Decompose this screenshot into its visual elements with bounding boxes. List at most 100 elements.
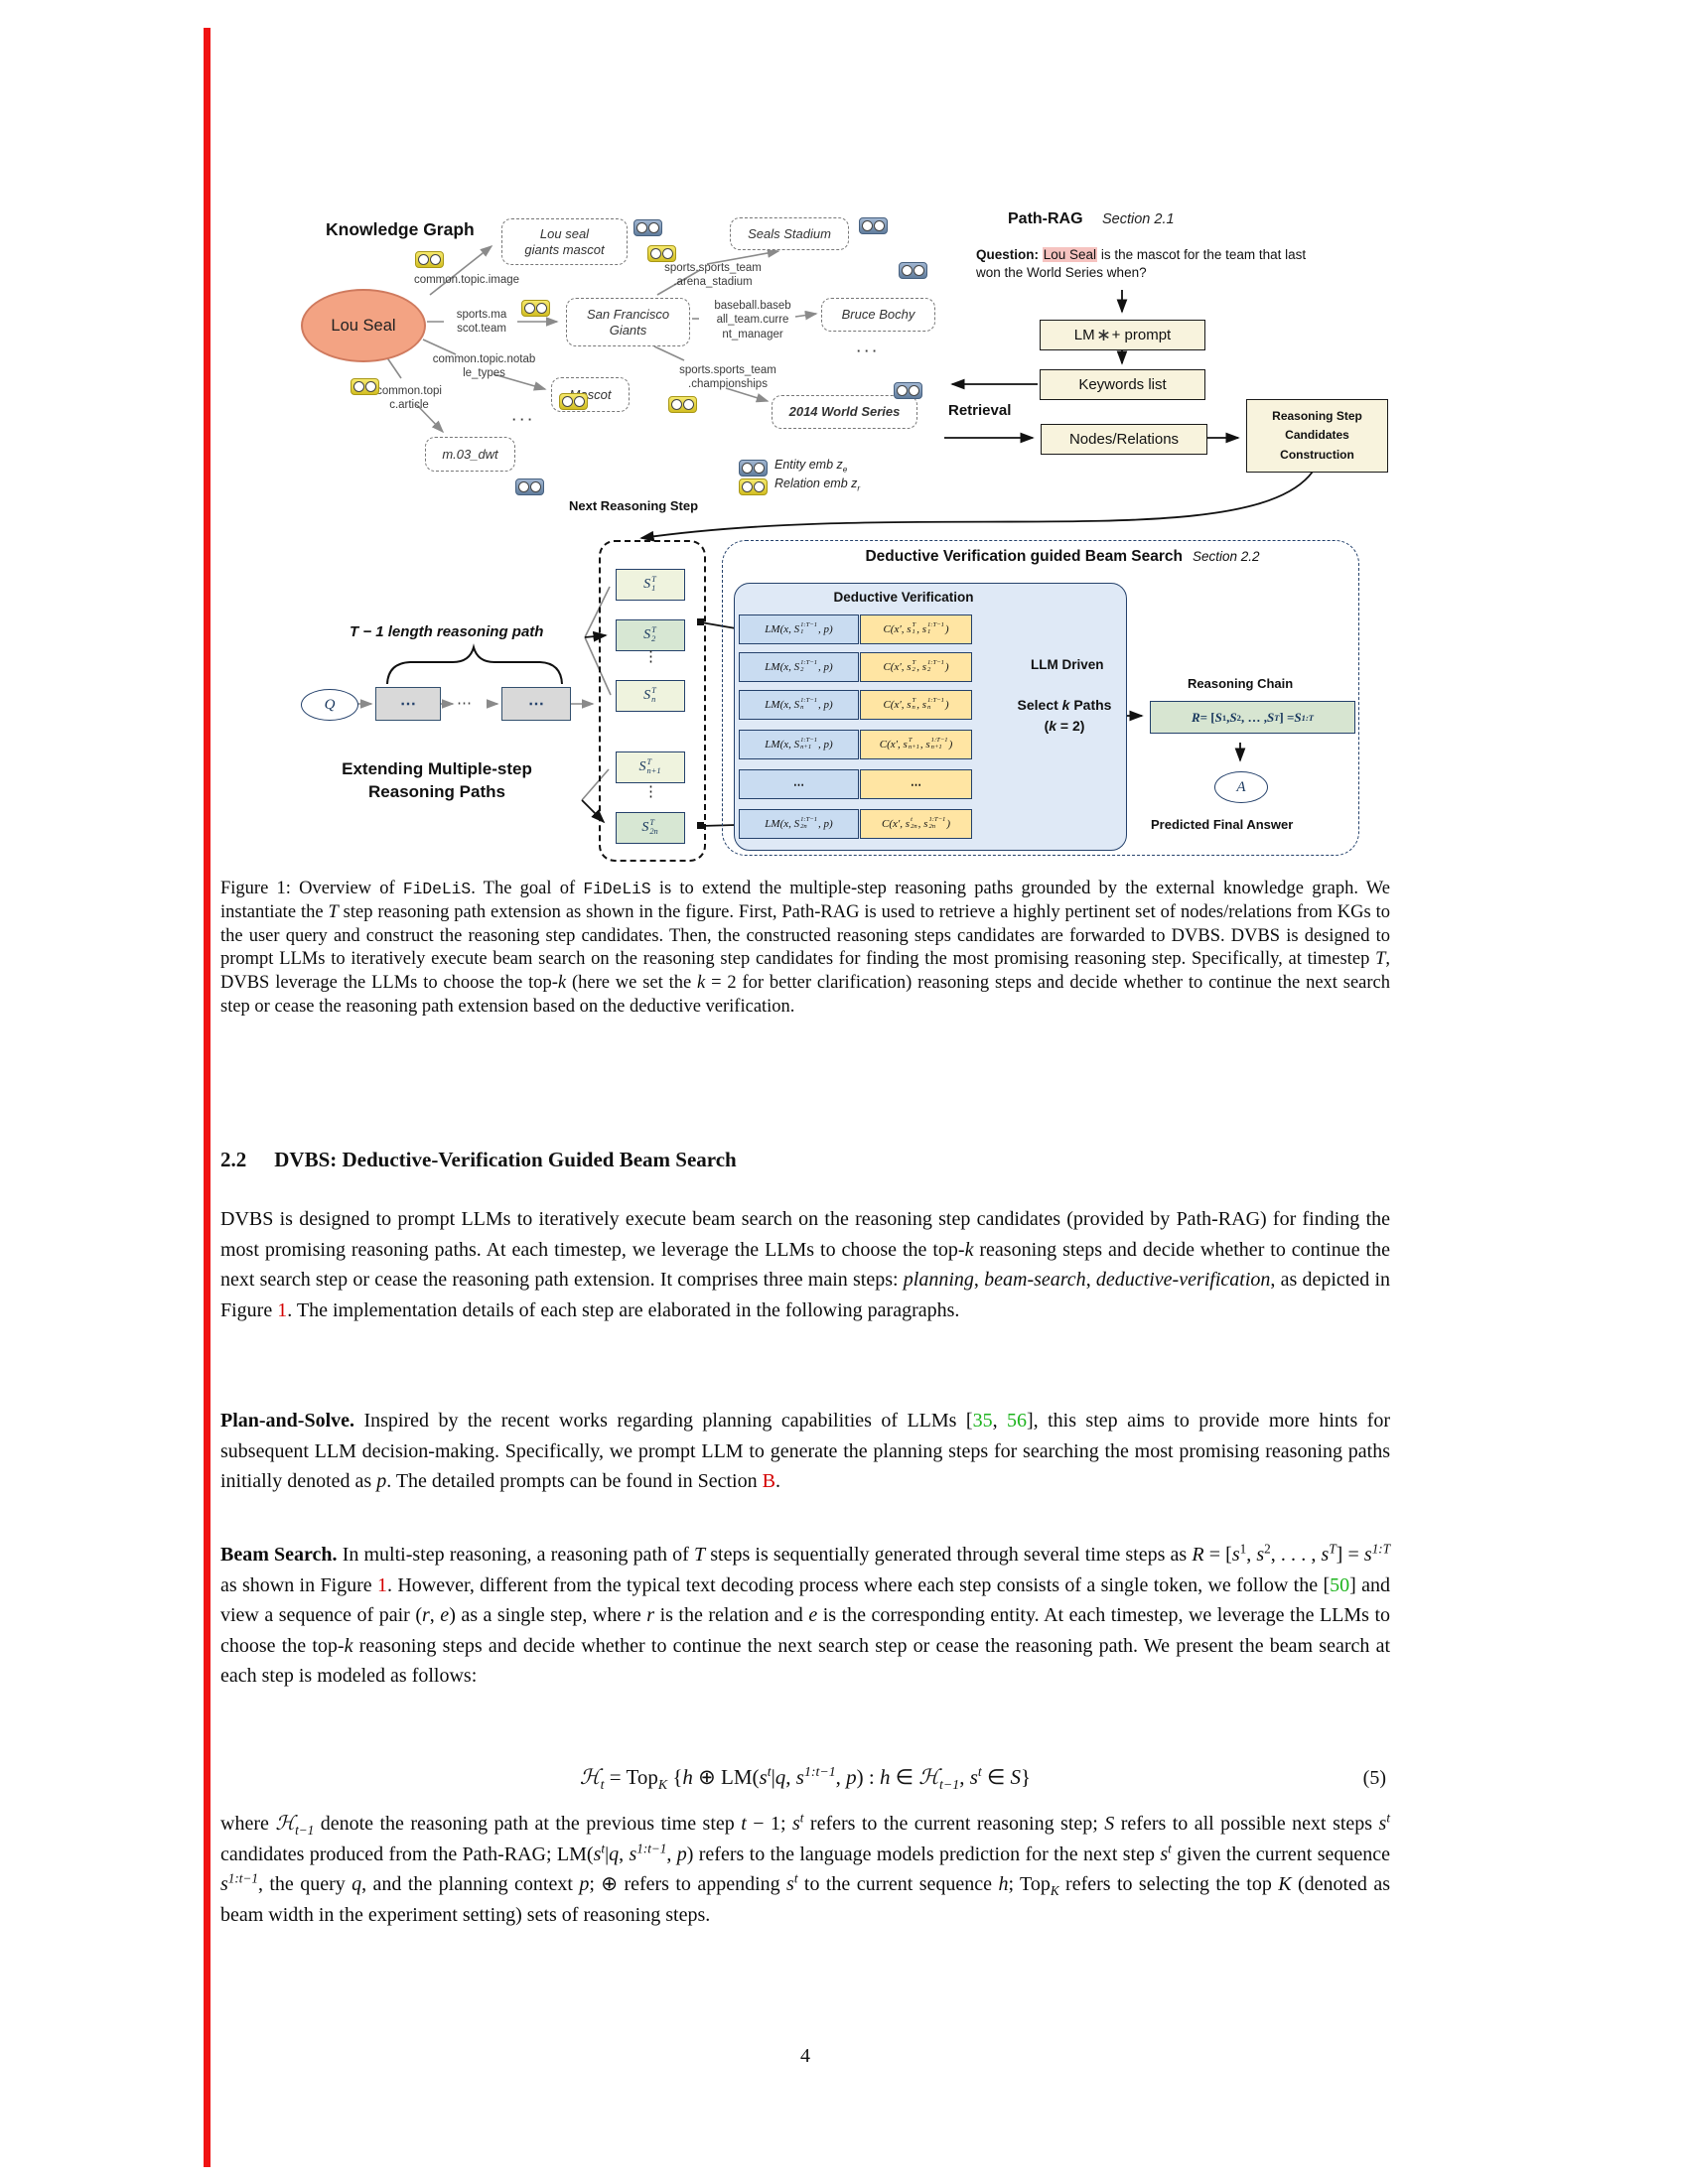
page-number: 4 (800, 2045, 810, 2067)
section-title: DVBS: Deductive-Verification Guided Beam… (274, 1148, 737, 1171)
equation-number: (5) (1362, 1767, 1386, 1789)
predicted-final-answer-label: Predicted Final Answer (1151, 817, 1294, 832)
kg-ellipsis: · · · (856, 343, 878, 358)
equation-body: ℋt = TopK {h ⊕ LM(st|q, s1:t−1, p) : h ∈… (579, 1764, 1032, 1793)
section-heading: 2.2 DVBS: Deductive-Verification Guided … (220, 1148, 737, 1172)
kg-node-lou-seal[interactable]: Lou Seal (301, 289, 426, 362)
kg-node-m03dwt[interactable]: m.03_dwt (425, 437, 515, 472)
entity-emb-icon (894, 382, 922, 399)
relation-emb-icon (647, 245, 676, 262)
nodes-relations-box[interactable]: Nodes/Relations (1041, 424, 1207, 455)
entity-emb-icon (859, 217, 888, 234)
relation-emb-icon (668, 396, 697, 413)
section-number: 2.2 (220, 1148, 247, 1171)
vdots: ⋮ (643, 649, 658, 665)
path-ellipsis: ⋯ (457, 696, 472, 712)
lm-prompt-box[interactable]: LM + prompt (1040, 320, 1205, 350)
kg-node-mascot-image[interactable]: Lou seal giants mascot (501, 218, 628, 265)
dvbs-container (722, 540, 1359, 856)
paragraph-where-definitions: where ℋt−1 denote the reasoning path at … (220, 1810, 1391, 1926)
kg-edge-championships: sports.sports_team .championships (679, 364, 776, 391)
brace (386, 643, 563, 685)
legend-entity-label: Entity emb ze (774, 458, 848, 475)
dvbs-section-ref[interactable]: Section 2.2 (1193, 549, 1260, 564)
kg-edge-arena-stadium: sports.sports_team .arena_stadium (664, 262, 762, 289)
candidates-container (599, 540, 706, 862)
relation-emb-icon (559, 393, 588, 410)
question-topic-entity: Lou Seal (1042, 247, 1098, 262)
query-node: Q (301, 689, 358, 721)
entity-emb-icon (899, 262, 927, 279)
retrieval-label: Retrieval (948, 402, 1012, 419)
kg-edge-article: common.topi c.article (376, 385, 442, 412)
dvbs-title: Deductive Verification guided Beam Searc… (784, 548, 1340, 566)
next-reasoning-step-label: Next Reasoning Step (569, 498, 699, 513)
dvbs-title-text: Deductive Verification guided Beam Searc… (865, 548, 1184, 565)
kg-edge-common-topic-image: common.topic.image (413, 274, 520, 286)
kg-ellipsis: · · · (511, 412, 533, 427)
question-text: Question: Lou Seal is the mascot for the… (976, 246, 1324, 282)
kg-node-bruce-bochy[interactable]: Bruce Bochy (821, 298, 935, 332)
paragraph-plan-and-solve: Plan-and-Solve. Inspired by the recent w… (220, 1410, 1390, 1492)
keywords-list-box[interactable]: Keywords list (1040, 369, 1205, 400)
kg-edge-mascot-team: sports.ma scot.team (456, 309, 507, 336)
deductive-verification-header: Deductive Verification (833, 590, 974, 605)
extending-paths-label: Extending Multiple-step Reasoning Paths (342, 759, 532, 801)
figure-1: Knowledge Graph Lou Seal Lou seal giants… (0, 0, 1688, 874)
entity-emb-icon (633, 219, 662, 236)
pathrag-title: Path-RAG (1008, 210, 1083, 227)
entity-emb-icon (515, 478, 544, 495)
relation-emb-icon (415, 251, 444, 268)
equation-5: ℋt = TopK {h ⊕ LM(st|q, s1:t−1, p) : h ∈… (220, 1764, 1390, 1793)
select-k-paths-label: Select k Paths (k = 2) (1005, 697, 1124, 734)
openai-asterisk-icon (1097, 330, 1109, 341)
legend-relation-icon (739, 478, 768, 495)
question-rest: is the mascot for the team that last won… (976, 247, 1307, 281)
reasoning-step-candidates-box[interactable]: Reasoning Step Candidates Construction (1246, 399, 1388, 473)
answer-node: A (1214, 771, 1268, 803)
kg-title: Knowledge Graph (326, 219, 475, 239)
paragraph-dvbs-intro: DVBS is designed to prompt LLMs to itera… (220, 1208, 1391, 1321)
pathrag-section-ref[interactable]: Section 2.1 (1102, 211, 1175, 227)
vdots: ⋮ (643, 784, 658, 800)
path-step-box: ⋯ (501, 687, 571, 721)
question-label: Question: (976, 247, 1039, 262)
relation-emb-icon (351, 378, 379, 395)
verify-cell: ⋯ (860, 769, 972, 799)
margin-change-bar (204, 28, 211, 2167)
select-k-line1: Select k Paths (1017, 697, 1112, 713)
llm-driven-label: LLM Driven (1031, 657, 1104, 672)
paragraph-beam-search: Beam Search. In multi-step reasoning, a … (220, 1541, 1391, 1687)
kg-edge-current-manager: baseball.baseb all_team.curre nt_manager (714, 300, 791, 341)
reasoning-chain-label: Reasoning Chain (1188, 676, 1294, 691)
path-length-label: T − 1 length reasoning path (350, 623, 544, 640)
figure-caption: Figure 1: Overview of FiDeLiS. The goal … (220, 879, 1391, 1017)
prompt-label: + prompt (1111, 327, 1172, 343)
kg-edge-notable-types: common.topic.notab le_types (432, 353, 536, 380)
kg-node-seals-stadium[interactable]: Seals Stadium (730, 217, 849, 250)
select-k-line2: (k = 2) (1044, 718, 1085, 734)
kg-node-sf-giants[interactable]: San Francisco Giants (566, 298, 690, 346)
legend-entity-icon (739, 460, 768, 477)
path-step-box: ⋯ (375, 687, 441, 721)
kg-node-mascot[interactable]: Mascot (551, 377, 630, 412)
kg-node-2014-world-series[interactable]: 2014 World Series (772, 395, 917, 429)
lm-label: LM (1073, 327, 1095, 343)
relation-emb-icon (521, 300, 550, 317)
legend-relation-label: Relation emb zr (774, 477, 861, 493)
